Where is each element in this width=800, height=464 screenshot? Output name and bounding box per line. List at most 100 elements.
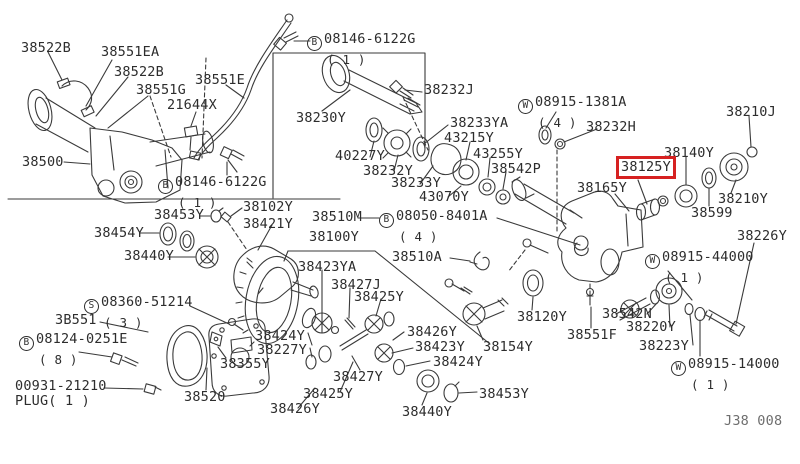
part-label: 38522B xyxy=(114,64,164,80)
part-label: 38510A xyxy=(392,249,442,265)
part-label: 38423YA xyxy=(298,259,357,275)
part-number: 38423YA xyxy=(298,259,357,275)
quantity: ( 1 ) xyxy=(327,52,366,67)
part-number: 38542N xyxy=(602,306,652,322)
circled-w-icon: W xyxy=(518,99,533,114)
part-number: 38454Y xyxy=(94,225,144,241)
part-label: 38599 xyxy=(691,206,733,220)
part-number: 08146-6122G xyxy=(175,174,267,190)
part-number: 38210J xyxy=(726,104,776,120)
part-number: 38232H xyxy=(586,119,636,135)
part-label: 38551F xyxy=(567,327,617,343)
circled-b-icon: B xyxy=(19,336,34,351)
part-label-line2: PLUG( 1 ) xyxy=(15,393,90,409)
part-number: 38551G xyxy=(136,82,186,98)
part-number: 38355Y xyxy=(220,356,270,372)
part-label: 38551EA xyxy=(101,45,159,59)
quantity: ( 3 ) xyxy=(104,315,143,330)
part-label: 38233Y xyxy=(391,176,441,190)
part-label: 38425Y xyxy=(303,386,353,402)
part-number: 00931-21210 xyxy=(15,378,107,394)
part-number: 38522B xyxy=(114,64,164,80)
part-number: 43215Y xyxy=(444,130,494,146)
part-number: 38210Y xyxy=(718,191,768,207)
part-number: 38551F xyxy=(567,327,617,343)
part-number: 38100Y xyxy=(309,229,359,245)
part-number: 38232J xyxy=(424,82,474,98)
part-label: 38154Y xyxy=(483,340,533,354)
part-number: 08915-1381A xyxy=(535,94,627,110)
part-label: 38220Y xyxy=(626,320,676,334)
circled-w-icon: W xyxy=(671,361,686,376)
part-label: 43215Y xyxy=(444,130,494,146)
part-label: 38210Y xyxy=(718,191,768,207)
part-number: 38440Y xyxy=(402,404,452,420)
part-number: 38427J xyxy=(331,277,381,293)
part-label: 38232H xyxy=(586,119,636,135)
part-label: 38542P xyxy=(491,161,541,177)
part-number: 38227Y xyxy=(257,342,307,358)
part-number: 38102Y xyxy=(243,199,293,215)
circled-b-icon: B xyxy=(158,179,173,194)
part-label: 38427Y xyxy=(333,369,383,385)
part-label: 38233YA xyxy=(450,115,509,131)
part-number: 38426Y xyxy=(270,401,320,417)
part-number: 38226Y xyxy=(737,228,787,244)
part-number: 38453Y xyxy=(154,207,204,223)
rear-cover-drawing xyxy=(109,317,270,397)
part-number: 38542P xyxy=(491,161,541,177)
part-label: 43255Y xyxy=(473,146,523,162)
part-label: 38440Y xyxy=(124,248,174,264)
part-label: 38232Y xyxy=(363,164,413,178)
part-label: 38210J xyxy=(726,104,776,120)
part-label: 40227Y xyxy=(335,148,385,164)
bolt-08146-drawings xyxy=(219,31,299,176)
axle-shaft-drawing xyxy=(321,54,423,115)
circled-s-icon: S xyxy=(84,299,99,314)
part-label: 38226Y xyxy=(737,228,787,244)
part-number: 38440Y xyxy=(124,248,174,264)
part-number: 38425Y xyxy=(303,386,353,402)
bracket-38510-drawing xyxy=(444,242,589,295)
part-number: 38423Y xyxy=(415,339,465,355)
part-label: 38453Y xyxy=(479,387,529,401)
part-number: 43255Y xyxy=(473,146,523,162)
part-label: 38426Y xyxy=(407,325,457,339)
part-label: 38100Y xyxy=(309,229,359,245)
part-number: 40227Y xyxy=(335,148,385,164)
part-label: 38223Y xyxy=(639,338,689,354)
part-label: 38230Y xyxy=(296,111,346,125)
part-number: 38510A xyxy=(392,249,442,265)
carrier-housing-drawing xyxy=(511,176,644,306)
part-number: 38425Y xyxy=(354,289,404,305)
part-label: 38522B xyxy=(21,40,71,56)
part-number: 08915-44000 xyxy=(662,249,754,265)
part-number: 38427Y xyxy=(333,369,383,385)
part-number: 38223Y xyxy=(639,338,689,354)
part-label: 38510M xyxy=(312,210,362,224)
circled-b-icon: B xyxy=(307,36,322,51)
part-number: 38233YA xyxy=(450,115,509,131)
part-label: 38424Y xyxy=(433,354,483,370)
part-number: 38424Y xyxy=(433,354,483,370)
quantity: ( 1 ) xyxy=(665,270,704,285)
part-label: 38424Y xyxy=(255,329,305,343)
part-number: 38522B xyxy=(21,40,71,56)
part-label: 38454Y xyxy=(94,225,144,241)
side-bearing-parts-drawing xyxy=(159,207,319,304)
part-label: 38551E xyxy=(195,73,245,87)
part-label: 38453Y xyxy=(154,207,204,223)
part-number: 08124-0251E xyxy=(36,331,128,347)
part-label: 38120Y xyxy=(517,310,567,324)
part-label: 38227Y xyxy=(257,342,307,358)
part-label: 38542N xyxy=(602,306,652,322)
part-label: 38427J xyxy=(331,277,381,293)
